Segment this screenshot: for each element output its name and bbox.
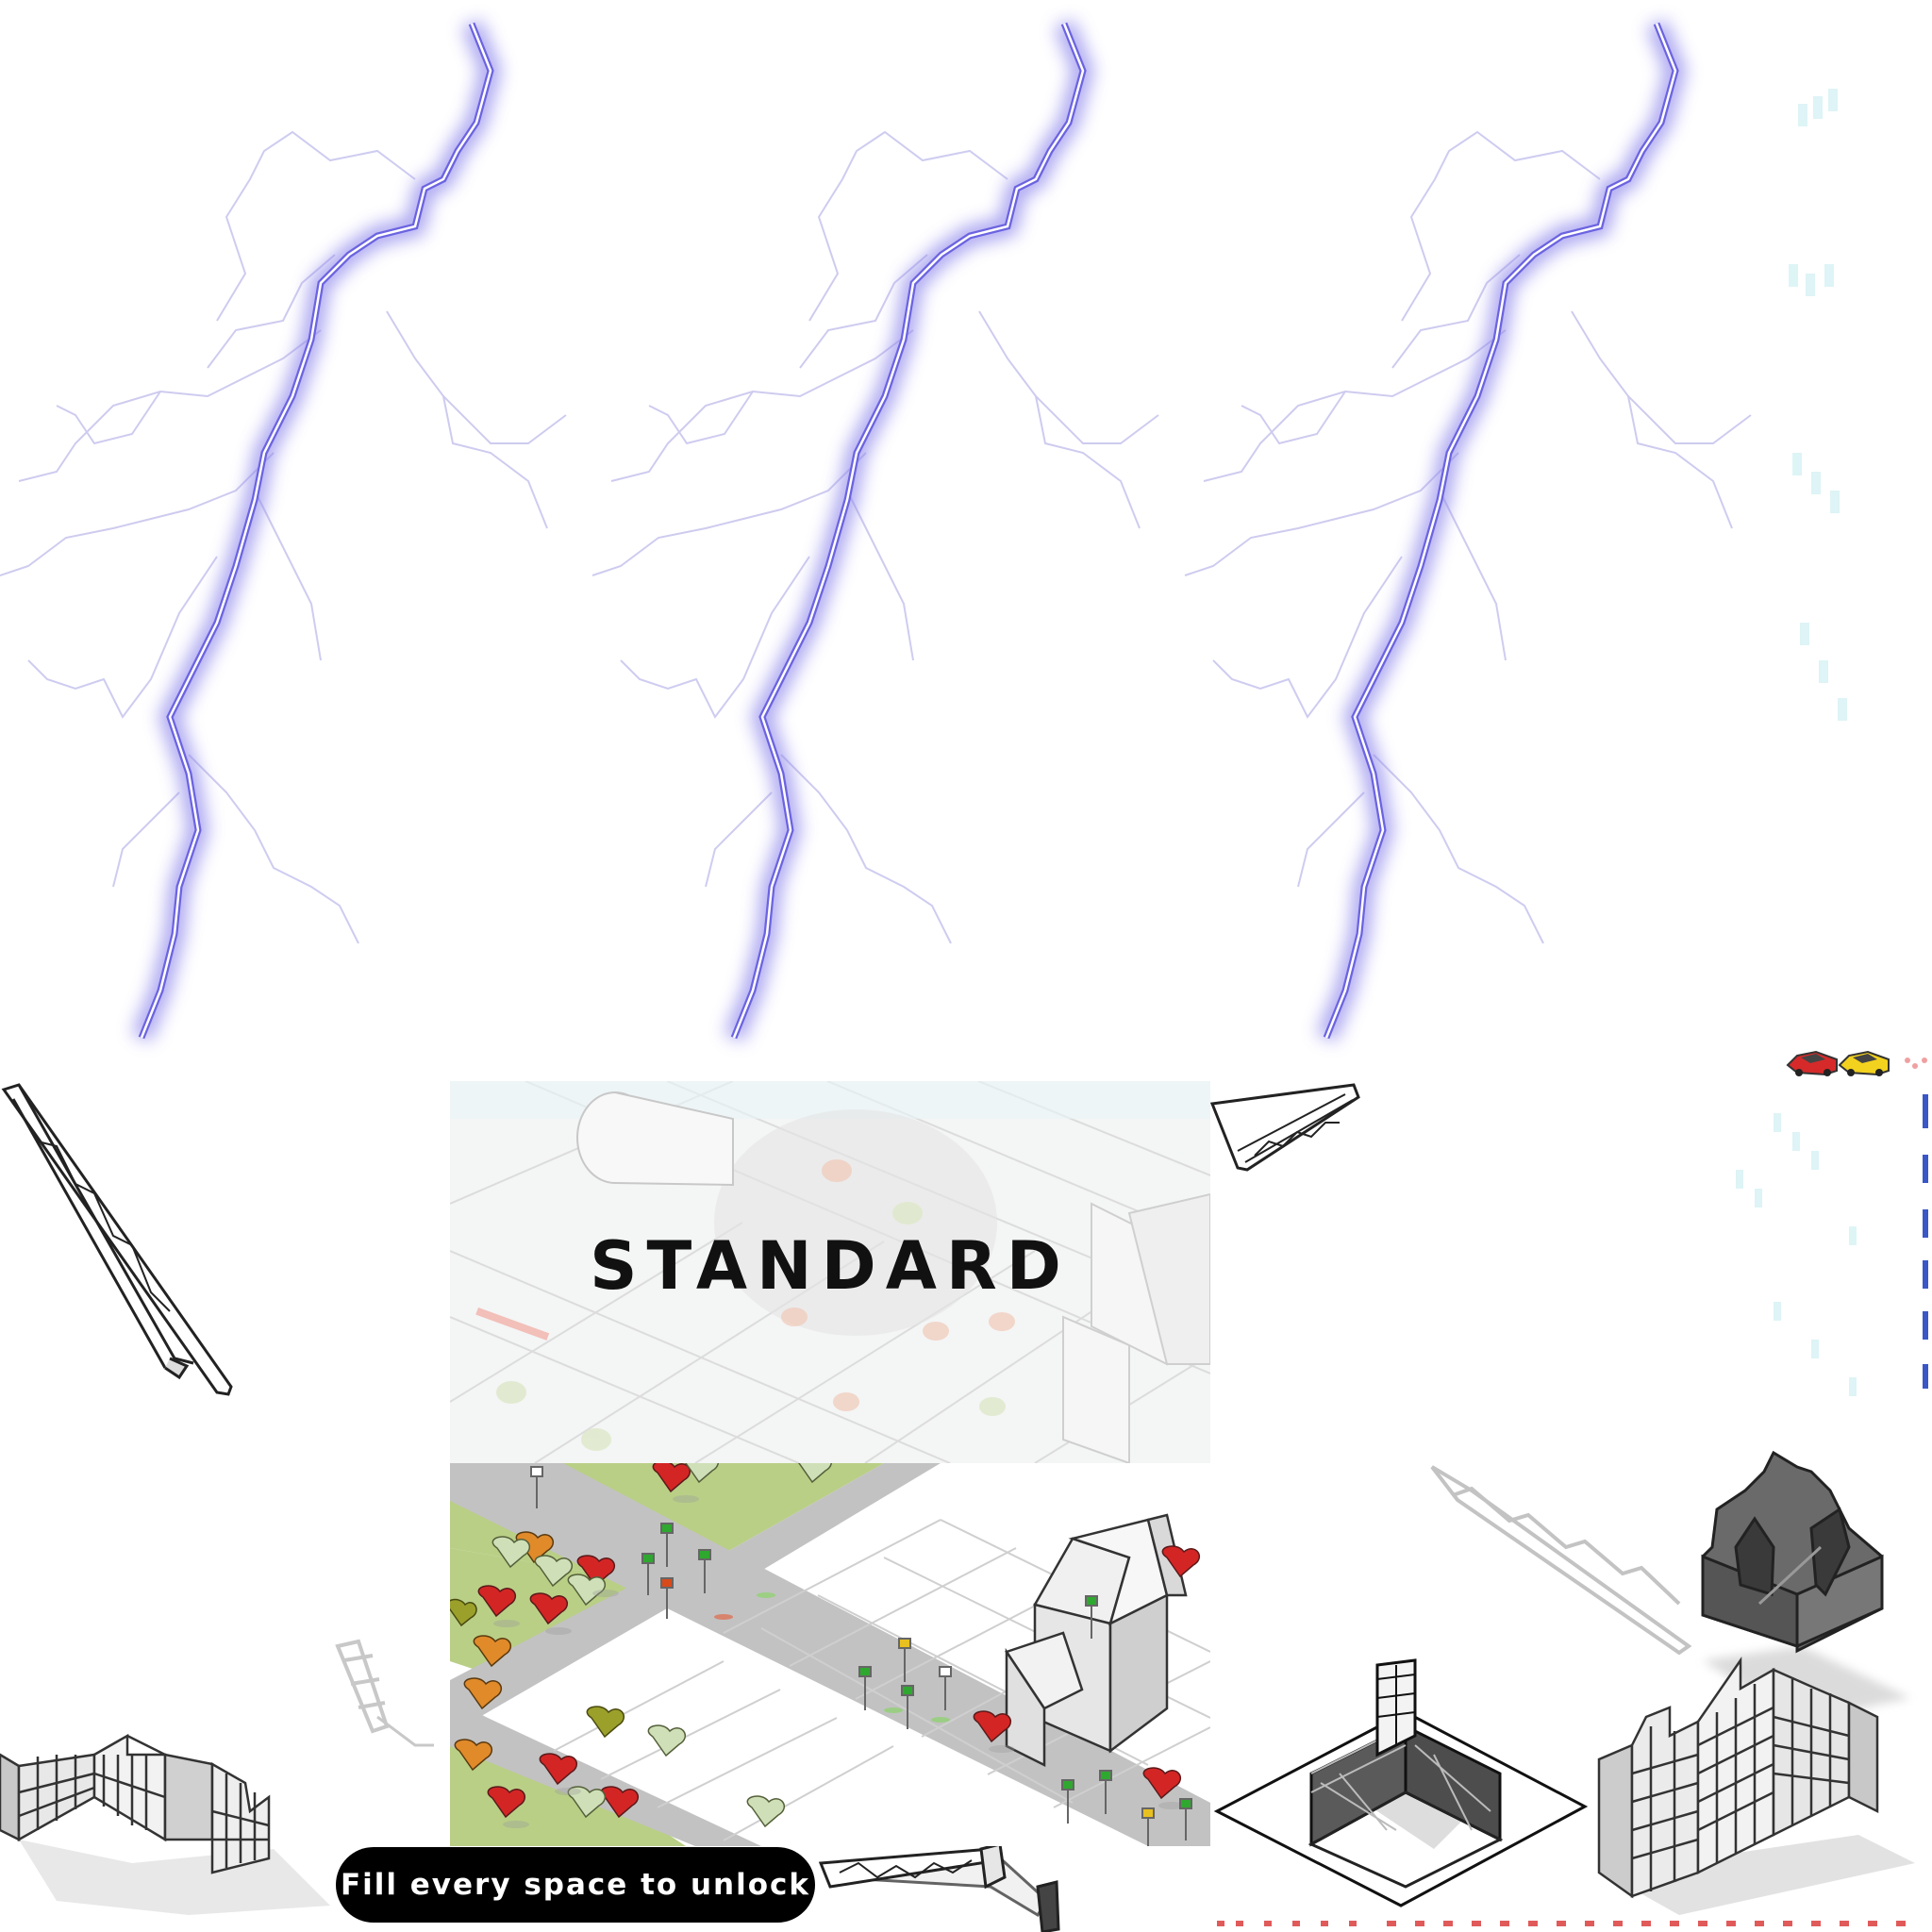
lightning-bolt-icon xyxy=(1185,24,1751,1038)
city-level-preview[interactable] xyxy=(450,1463,1210,1846)
level-preview-faded xyxy=(450,1081,1210,1463)
fenced-lot-sprite xyxy=(1213,1658,1589,1907)
truss-gate-sprite xyxy=(818,1842,1060,1932)
faint-truss-sprite xyxy=(1430,1465,1692,1656)
unlock-hint-badge: Fill every space to unlock xyxy=(336,1847,815,1923)
red-car-icon xyxy=(1786,1050,1838,1076)
wall-segment-sprite xyxy=(0,1733,330,1915)
truss-sprite-small xyxy=(1209,1083,1360,1172)
city-map-preview xyxy=(450,1463,1210,1846)
truss-beam-sprite xyxy=(1,1083,233,1396)
wall-corner-sprite xyxy=(1597,1656,1915,1915)
blue-edge-marks xyxy=(1923,1094,1928,1389)
red-dot-marks xyxy=(1905,1058,1927,1069)
lightning-bolt-icon xyxy=(0,24,566,1038)
level-title: STANDARD xyxy=(590,1227,1071,1305)
faint-ramp-sprite xyxy=(335,1639,434,1747)
lightning-bolt-icon xyxy=(592,24,1158,1038)
standard-level-card[interactable]: STANDARD xyxy=(450,1081,1210,1463)
yellow-car-icon xyxy=(1838,1050,1890,1076)
ruined-building-sprite xyxy=(1701,1450,1910,1722)
red-dash-strip xyxy=(1217,1921,1906,1926)
unlock-hint-text: Fill every space to unlock xyxy=(340,1868,811,1902)
faint-windows xyxy=(1736,89,1857,1396)
